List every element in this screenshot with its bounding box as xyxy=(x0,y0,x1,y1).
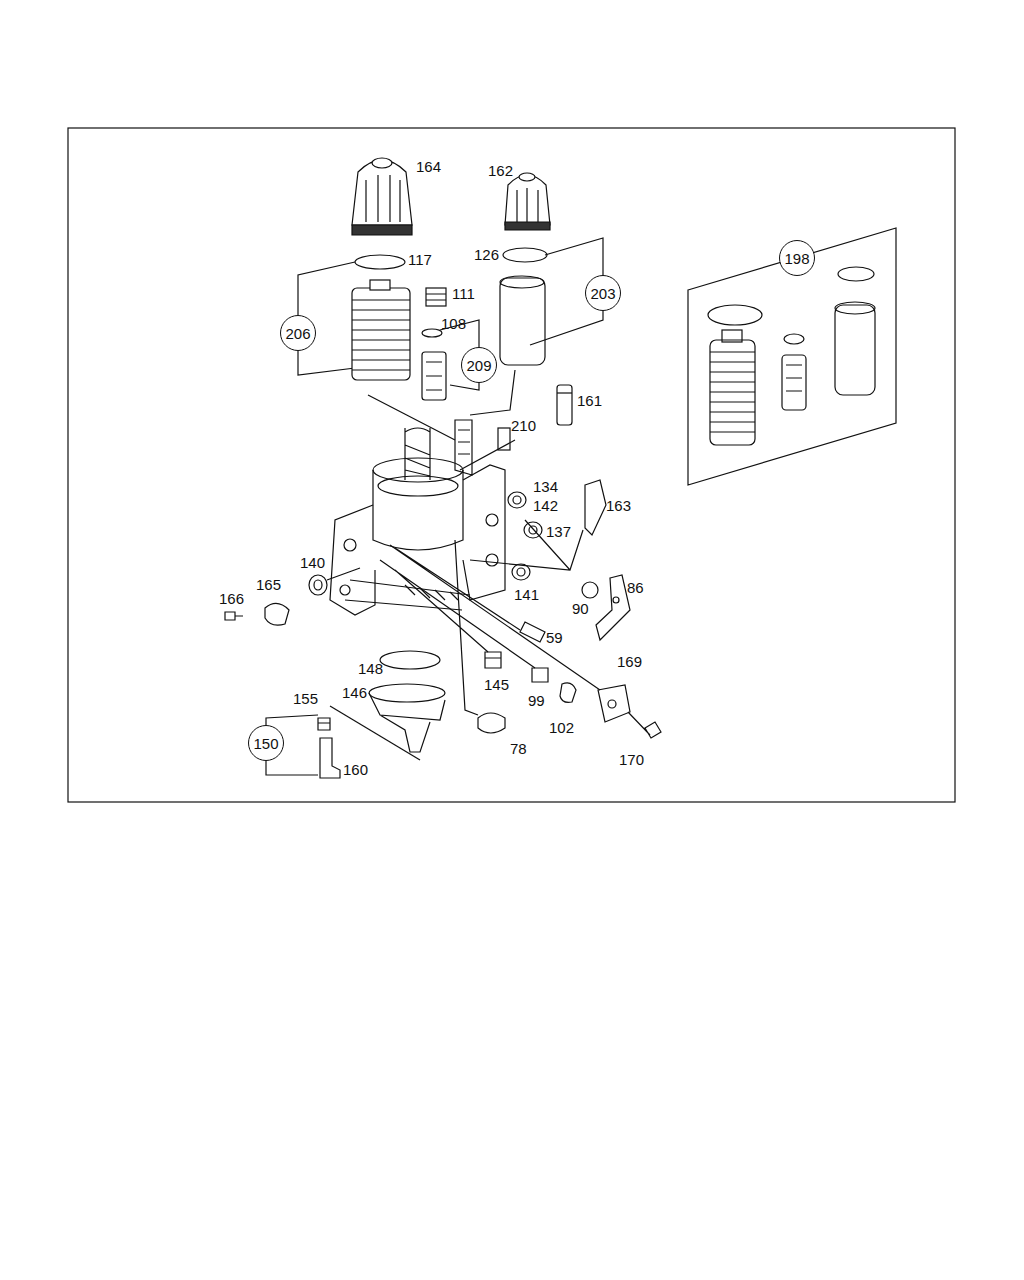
group-number: 209 xyxy=(466,357,491,374)
callout-number: 169 xyxy=(617,653,642,670)
plug xyxy=(426,288,446,306)
flange xyxy=(598,685,630,722)
flange-hole xyxy=(608,700,616,708)
o-ring xyxy=(784,334,804,344)
callout-number: 102 xyxy=(549,719,574,736)
filter-cap xyxy=(352,158,412,235)
callout-number: 78 xyxy=(510,740,527,757)
seal-ring xyxy=(838,267,874,281)
callout-number: 90 xyxy=(572,600,589,617)
group-circle: 209 xyxy=(461,347,497,383)
callout-number: 126 xyxy=(474,246,499,263)
union xyxy=(485,652,501,668)
insert xyxy=(782,355,806,410)
group-circle: 206 xyxy=(280,315,316,351)
leader-line xyxy=(327,370,600,715)
group-circle: 150 xyxy=(248,725,284,761)
group-number: 203 xyxy=(590,285,615,302)
callout-number: 163 xyxy=(606,497,631,514)
callout-number: 134 xyxy=(533,478,558,495)
group-number: 198 xyxy=(784,250,809,267)
callout-number: 141 xyxy=(514,586,539,603)
o-ring xyxy=(355,255,405,269)
oil-filter-element xyxy=(352,280,410,380)
clip xyxy=(560,683,576,703)
plug xyxy=(532,668,548,682)
callout-number: 146 xyxy=(342,684,367,701)
o-ring xyxy=(380,651,440,669)
filter-cap xyxy=(505,173,550,230)
inset-panel xyxy=(688,228,896,485)
valve-insert xyxy=(422,352,446,400)
grommet xyxy=(582,582,598,598)
group-circle: 198 xyxy=(779,240,815,276)
check-valve xyxy=(520,622,545,642)
callout-number: 148 xyxy=(358,660,383,677)
group-number: 150 xyxy=(253,735,278,752)
callout-number: 111 xyxy=(452,285,475,302)
clamp xyxy=(265,603,289,625)
callout-number: 142 xyxy=(533,497,558,514)
screw xyxy=(225,612,243,620)
callout-number: 160 xyxy=(343,761,368,778)
callout-number: 99 xyxy=(528,692,545,709)
screw xyxy=(318,718,330,730)
group-bracket xyxy=(330,706,420,760)
callout-number: 59 xyxy=(546,629,563,646)
callout-number: 165 xyxy=(256,576,281,593)
frame xyxy=(68,128,955,802)
callout-number: 161 xyxy=(577,392,602,409)
callout-number: 170 xyxy=(619,751,644,768)
filter-element xyxy=(710,330,755,445)
drain-valve xyxy=(320,738,340,778)
pressure-sensor xyxy=(585,480,606,535)
callout-number: 108 xyxy=(441,315,466,332)
sensor xyxy=(557,385,572,425)
filter-bowl xyxy=(369,684,445,752)
bolt xyxy=(628,712,661,738)
callout-number: 164 xyxy=(416,158,441,175)
callout-number: 117 xyxy=(408,251,432,268)
callout-number: 86 xyxy=(627,579,644,596)
callout-number: 166 xyxy=(219,590,244,607)
o-ring xyxy=(422,329,442,337)
callout-number: 162 xyxy=(488,162,513,179)
o-ring xyxy=(503,248,547,262)
callout-number: 145 xyxy=(484,676,509,693)
callout-number: 155 xyxy=(293,690,318,707)
seal-nuts xyxy=(309,492,542,595)
fuel-element xyxy=(835,302,875,395)
callout-number: 137 xyxy=(546,523,571,540)
bracket-plate xyxy=(596,575,630,640)
callout-number: 140 xyxy=(300,554,325,571)
seal-ring xyxy=(708,305,762,325)
fuel-filter xyxy=(500,276,545,365)
group-number: 206 xyxy=(285,325,310,342)
callout-number: 210 xyxy=(511,417,536,434)
nipple xyxy=(498,428,510,450)
cover-plate xyxy=(478,713,505,733)
group-circle: 203 xyxy=(585,275,621,311)
